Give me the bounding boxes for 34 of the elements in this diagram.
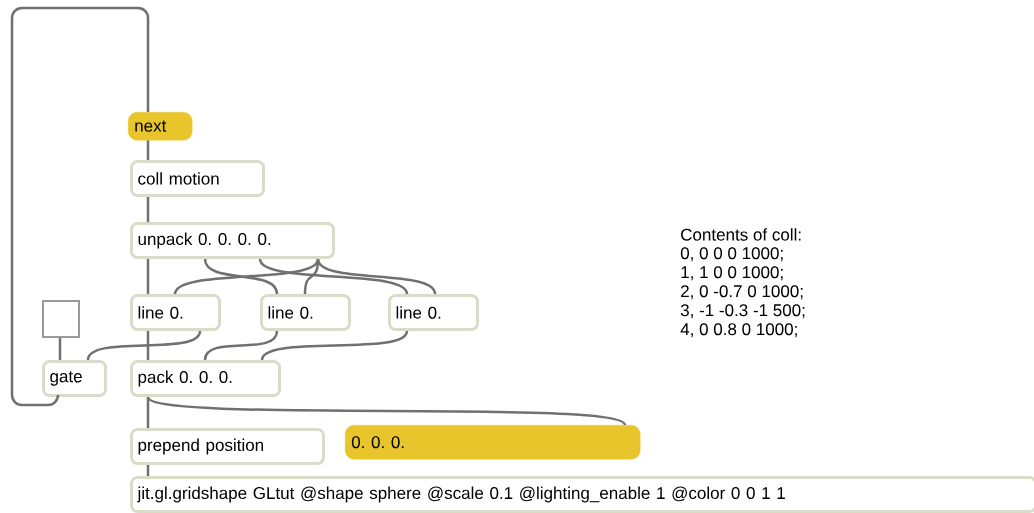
patch-cord — [146, 331, 150, 360]
object-box: line 0. — [130, 294, 221, 331]
patch-cord — [10, 6, 150, 407]
object-box: gate — [42, 360, 107, 397]
note-text: 3, -1 -0.3 -1 500; — [680, 304, 805, 319]
object-box: coll motion — [130, 160, 265, 197]
object-box: pack 0. 0. 0. — [130, 360, 281, 397]
patch-cord — [316, 258, 437, 295]
patch-cord — [258, 258, 409, 295]
object-box: unpack 0. 0. 0. 0. — [130, 222, 335, 259]
note-text: 4, 0 0.8 0 1000; — [680, 323, 797, 338]
patch-cord — [146, 259, 150, 294]
object-box: prepend position — [130, 428, 325, 465]
patch-cord — [173, 258, 320, 295]
object-box: line 0. — [388, 294, 479, 331]
patch-cord — [146, 197, 150, 222]
patch-cord — [146, 465, 150, 476]
patch-cord — [203, 330, 279, 361]
toggle-box — [42, 300, 80, 338]
note-text: 0, 0 0 0 1000; — [680, 247, 783, 262]
note-text: 2, 0 -0.7 0 1000; — [681, 285, 803, 300]
patch-cord — [146, 140, 150, 160]
patch-cord — [203, 258, 279, 295]
patch-cord — [58, 338, 62, 360]
patch-cord — [146, 397, 150, 428]
message-box: 0. 0. 0. — [345, 425, 641, 460]
note-text: Contents of coll: — [681, 228, 801, 241]
message-box: next — [128, 112, 193, 141]
patch-cord — [147, 395, 626, 427]
patch-cord — [260, 330, 409, 361]
note-text: 1, 1 0 0 1000; — [681, 266, 783, 281]
object-box: jit.gl.gridshape GLtut @shape sphere @scale 0.1 @lighting_enable 1 @color 0 0 1 1 — [130, 476, 1034, 513]
object-box: line 0. — [260, 294, 351, 331]
patch-cord — [86, 330, 202, 361]
